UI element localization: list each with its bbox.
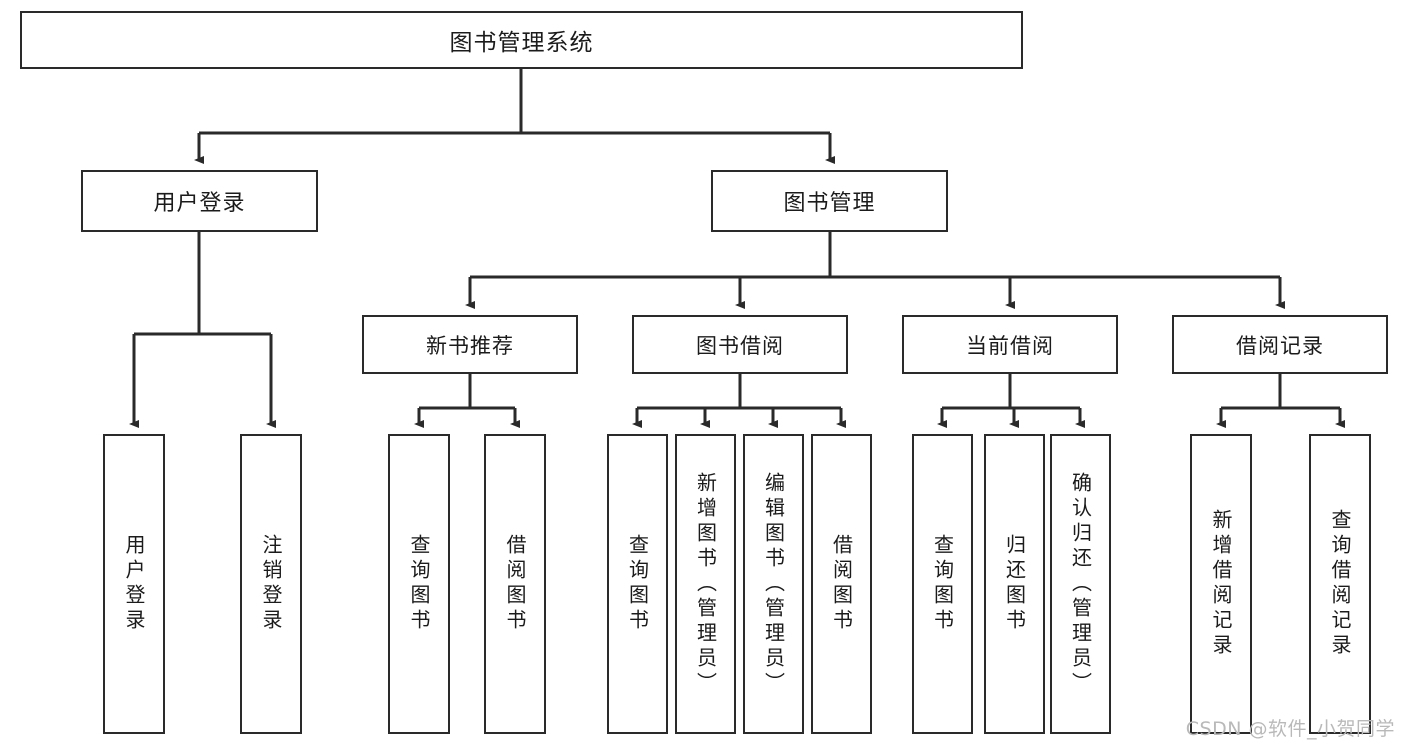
node-label: 图书管理	[783, 191, 876, 216]
level2-node-0[interactable]: 用户登录	[81, 170, 318, 232]
leaf-node-12[interactable]: 查询借阅记录	[1309, 434, 1371, 734]
level3-node-1[interactable]: 图书借阅	[632, 315, 848, 374]
level3-node-2[interactable]: 当前借阅	[902, 315, 1118, 374]
node-label: 借阅记录	[1236, 333, 1324, 358]
node-label: 借阅图书	[503, 534, 527, 634]
leaf-node-5[interactable]: 新增图书（管理员）	[675, 434, 736, 734]
level2-node-1[interactable]: 图书管理	[711, 170, 948, 232]
level3-node-3[interactable]: 借阅记录	[1172, 315, 1388, 374]
node-label: 用户登录	[122, 534, 146, 634]
leaf-node-0[interactable]: 用户登录	[103, 434, 165, 734]
leaf-node-1[interactable]: 注销登录	[240, 434, 302, 734]
node-label: 编辑图书（管理员）	[761, 471, 786, 697]
node-label: 查询图书	[407, 534, 431, 634]
level3-node-0[interactable]: 新书推荐	[362, 315, 578, 374]
leaf-node-9[interactable]: 归还图书	[984, 434, 1045, 734]
node-label: 图书借阅	[696, 333, 784, 358]
node-label: 新增借阅记录	[1209, 509, 1233, 659]
node-label: 当前借阅	[966, 333, 1054, 358]
node-label: 注销登录	[259, 534, 283, 634]
leaf-node-4[interactable]: 查询图书	[607, 434, 668, 734]
leaf-node-6[interactable]: 编辑图书（管理员）	[743, 434, 804, 734]
node-label: 查询图书	[930, 534, 955, 634]
leaf-node-7[interactable]: 借阅图书	[811, 434, 872, 734]
root-node-图书管理系统[interactable]: 图书管理系统	[20, 11, 1023, 69]
leaf-node-11[interactable]: 新增借阅记录	[1190, 434, 1252, 734]
node-label: 查询借阅记录	[1328, 509, 1352, 659]
node-label: 归还图书	[1002, 534, 1027, 634]
node-label: 新书推荐	[426, 333, 514, 358]
node-label: 新增图书（管理员）	[693, 471, 718, 697]
leaf-node-3[interactable]: 借阅图书	[484, 434, 546, 734]
node-label: 图书管理系统	[449, 30, 594, 56]
leaf-node-10[interactable]: 确认归还（管理员）	[1050, 434, 1111, 734]
leaf-node-8[interactable]: 查询图书	[912, 434, 973, 734]
node-label: 用户登录	[153, 191, 246, 216]
leaf-node-2[interactable]: 查询图书	[388, 434, 450, 734]
node-label: 确认归还（管理员）	[1068, 471, 1093, 697]
node-label: 借阅图书	[829, 534, 854, 634]
node-label: 查询图书	[625, 534, 650, 634]
